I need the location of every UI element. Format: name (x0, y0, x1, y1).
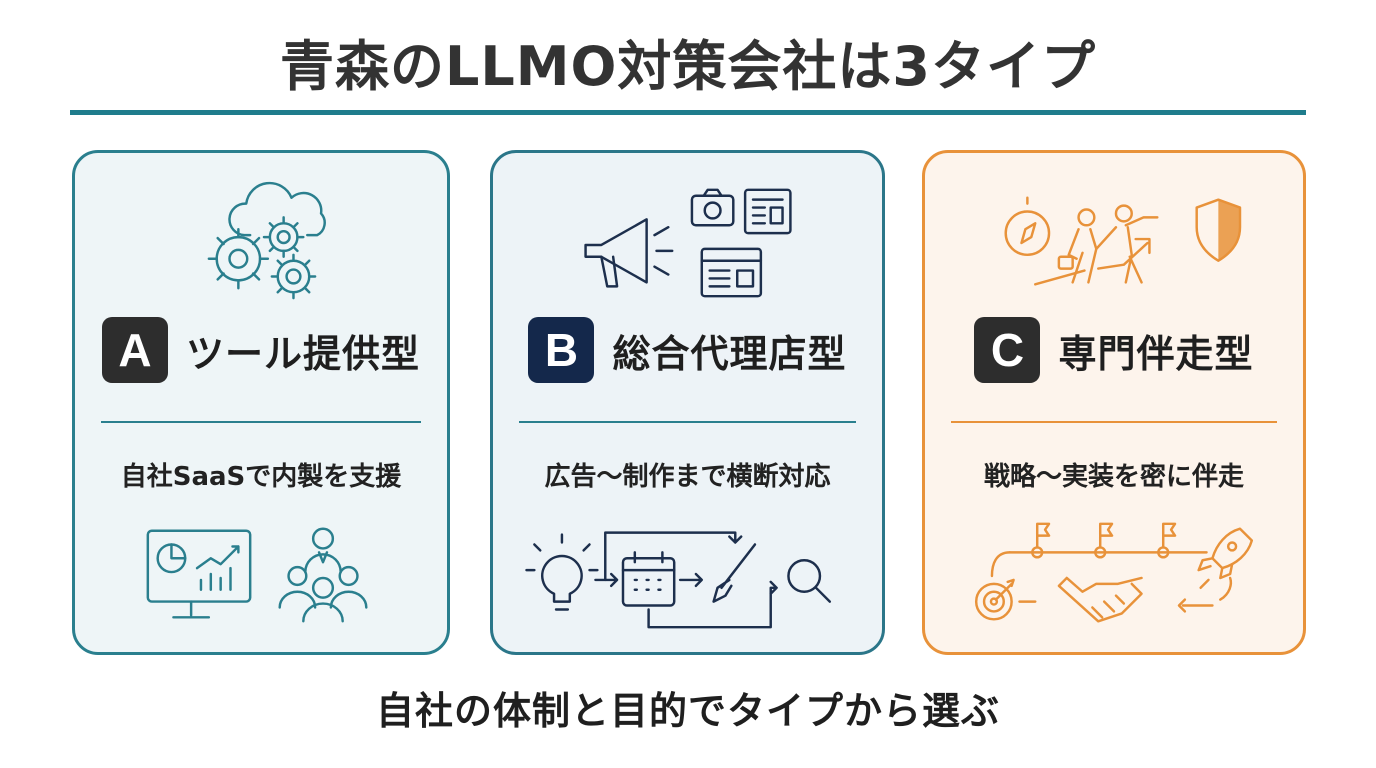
megaphone-icon (584, 218, 674, 288)
card-title: ツール提供型 (185, 331, 420, 376)
card-title: 専門伴走型 (1058, 331, 1254, 376)
type-badge-c: C (974, 317, 1041, 383)
card-heading: A ツール提供型 (75, 317, 447, 383)
lightbulb-icon (525, 533, 599, 611)
compass-icon (1004, 196, 1051, 257)
card-heading: C 専門伴走型 (925, 317, 1303, 383)
card-divider (951, 421, 1277, 423)
card-tool-provider: A ツール提供型 自社SaaSで内製を支援 (72, 150, 450, 655)
title-divider (70, 110, 1306, 115)
card-b-top-icons (584, 188, 792, 298)
cloud-gears-icon (207, 181, 326, 300)
page-title: 青森のLLMO対策会社は3タイプ (279, 35, 1097, 98)
calendar-icon (621, 551, 676, 607)
type-badge-a: A (101, 317, 168, 383)
card-divider (519, 421, 856, 423)
target-icon (974, 578, 1037, 621)
card-heading: B 総合代理店型 (493, 317, 882, 383)
card-description: 広告〜制作まで横断対応 (544, 462, 831, 492)
magnifier-icon (787, 559, 832, 603)
card-divider (101, 421, 421, 423)
type-badge-b: B (528, 317, 595, 383)
growth-arrow-icon (1034, 237, 1151, 286)
card-b-bottom-icons (525, 531, 832, 629)
newspaper-icon (743, 188, 792, 235)
card-c-top-icons (1004, 196, 1242, 286)
web-page-icon (700, 247, 763, 298)
footer-summary: 自社の体制と目的でタイプから選ぶ (375, 689, 1000, 733)
team-icon (278, 527, 368, 623)
card-description: 戦略〜実装を密に伴走 (983, 462, 1244, 492)
card-title: 総合代理店型 (612, 331, 847, 376)
shield-icon (1195, 198, 1242, 262)
paintbrush-icon (712, 543, 757, 603)
milestone-flags-icon (990, 522, 1208, 578)
card-general-agency: B 総合代理店型 広告〜制作まで横断対応 (490, 150, 885, 655)
card-c-bottom-icons (974, 522, 1254, 623)
card-specialist-partner: C 専門伴走型 戦略〜実装を密に伴走 (922, 150, 1306, 655)
rocket-icon (1197, 527, 1254, 590)
handshake-icon (1057, 576, 1143, 623)
card-description: 自社SaaSで内製を支援 (120, 462, 402, 492)
camera-icon (690, 188, 735, 227)
analytics-monitor-icon (146, 529, 252, 619)
card-a-bottom-icons (146, 527, 368, 623)
guide-people-icon (1057, 204, 1159, 284)
